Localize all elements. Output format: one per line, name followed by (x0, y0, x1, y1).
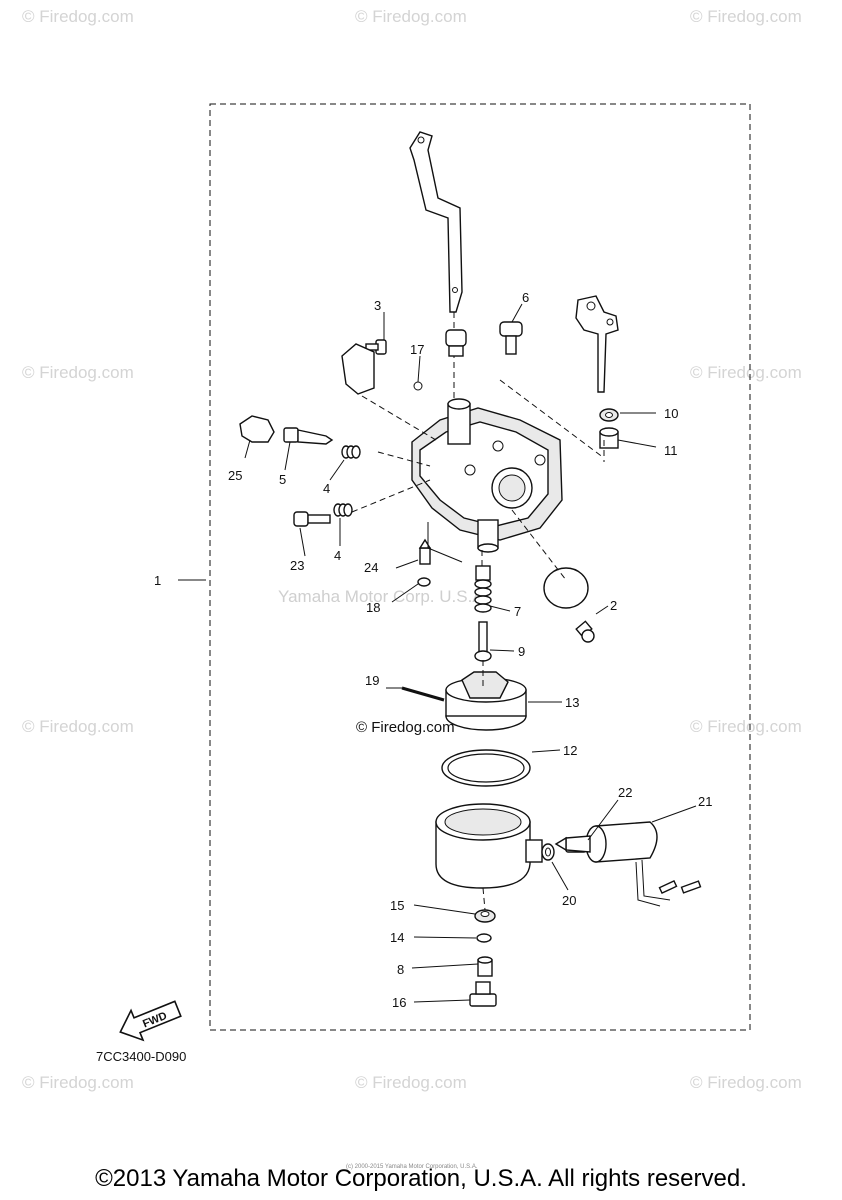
assembly-boundary (209, 103, 751, 1031)
assembly-guide-lines (351, 379, 605, 911)
callout-19: 19 (365, 673, 379, 688)
part-17-ball (413, 381, 423, 391)
callout-16: 16 (392, 995, 406, 1010)
callout-8: 8 (397, 962, 404, 977)
part-3-screw (365, 339, 387, 355)
part-15-washer (474, 909, 496, 923)
part-25-cap (239, 415, 275, 443)
watermark: © Firedog.com (22, 7, 134, 26)
copyright-notice: ©2013 Yamaha Motor Corporation, U.S.A. A… (95, 1165, 747, 1192)
part-18-clip (417, 577, 431, 587)
callout-21: 21 (698, 794, 712, 809)
tiny-notice: (c) 2000-2015 Yamaha Motor Corporation, … (346, 1164, 478, 1170)
callout-10: 10 (664, 406, 678, 421)
callout-15: 15 (390, 898, 404, 913)
callout-17: 17 (410, 342, 424, 357)
watermark: © Firedog.com (690, 363, 802, 382)
callout-6: 6 (522, 290, 529, 305)
part-12-gasket (441, 749, 531, 787)
callout-12: 12 (563, 743, 577, 758)
callout-2: 2 (610, 598, 617, 613)
watermarks: © Firedog.com © Firedog.com © Firedog.co… (22, 7, 802, 1092)
watermark: © Firedog.com (22, 1073, 134, 1092)
manufacturer-watermark: Yamaha Motor Corp. U.S.A. (278, 587, 488, 606)
part-2-screw (575, 620, 595, 643)
part-4-spring (341, 445, 361, 459)
part-21-fuel-cut-solenoid (554, 821, 702, 907)
callout-9: 9 (518, 644, 525, 659)
callout-13: 13 (565, 695, 579, 710)
callout-4: 4 (323, 481, 330, 496)
callout-11: 11 (664, 443, 678, 458)
part-19-float-pin (401, 686, 445, 702)
callout-7: 7 (514, 604, 521, 619)
choke-lever (575, 295, 619, 393)
callout-18: 18 (366, 600, 380, 615)
callout-20: 20 (562, 893, 576, 908)
carburetor-body (411, 398, 563, 553)
part-13-float (445, 671, 527, 731)
watermark: © Firedog.com (22, 363, 134, 382)
throttle-link (409, 131, 463, 410)
pilot-jet-cap (445, 329, 467, 357)
forward-arrow-icon: FWD (119, 1000, 182, 1042)
part-5-pilot-screw (283, 427, 334, 445)
watermark: © Firedog.com (690, 1073, 802, 1092)
callout-labels: 1 2 3 4 4 5 6 7 8 9 10 11 12 13 14 15 16… (154, 290, 712, 1010)
callout-4-lower: 4 (334, 548, 341, 563)
callout-25: 25 (228, 468, 242, 483)
watermark: © Firedog.com (690, 7, 802, 26)
watermark: © Firedog.com (22, 717, 134, 736)
callout-1: 1 (154, 573, 161, 588)
inline-watermark: © Firedog.com (356, 719, 455, 736)
callout-23: 23 (290, 558, 304, 573)
float-bowl (435, 803, 543, 889)
callout-22: 22 (618, 785, 632, 800)
part-14-o-ring (476, 933, 492, 943)
callout-5: 5 (279, 472, 286, 487)
diagram-code: 7CC3400-D090 (96, 1049, 186, 1064)
part-16-drain-bolt (469, 981, 497, 1007)
throttle-valve-plate (543, 567, 589, 609)
part-7-emulsion-tube (474, 565, 492, 613)
part-4-spring-lower (333, 503, 353, 517)
watermark: © Firedog.com (690, 717, 802, 736)
part-6-screw (499, 321, 523, 355)
part-9-needle-valve (474, 621, 492, 662)
callout-3: 3 (374, 298, 381, 313)
watermark: © Firedog.com (355, 1073, 467, 1092)
choke-plate (341, 343, 375, 395)
part-23-screw (293, 511, 331, 527)
part-11-collar (599, 427, 619, 449)
part-8-main-jet (477, 956, 493, 977)
callout-24: 24 (364, 560, 378, 575)
leader-lines (178, 303, 697, 1003)
callout-14: 14 (390, 930, 404, 945)
watermark: © Firedog.com (355, 7, 467, 26)
